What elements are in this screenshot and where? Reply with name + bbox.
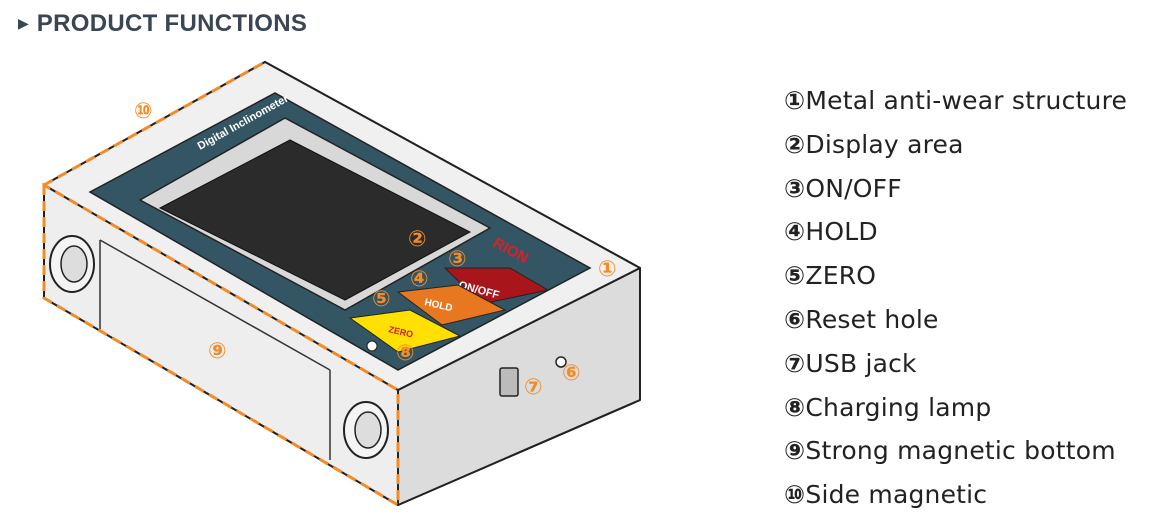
- triangle-right-icon: ▶: [18, 16, 29, 32]
- usb-jack: [499, 367, 519, 397]
- legend-item: ②Display area: [784, 123, 1127, 167]
- callout-1: ①: [598, 257, 617, 282]
- section-title: PRODUCT FUNCTIONS: [36, 10, 308, 37]
- zero-button[interactable]: ZERO: [348, 309, 462, 353]
- legend-label: USB jack: [805, 348, 917, 378]
- function-legend: ①Metal anti-wear structure ②Display area…: [784, 79, 1127, 517]
- callout-6: ⑥: [562, 361, 581, 386]
- callout-5: ⑤: [372, 287, 391, 312]
- reset-hole: [555, 356, 567, 368]
- legend-label: ZERO: [805, 261, 877, 291]
- legend-item: ⑥Reset hole: [784, 298, 1127, 342]
- charging-lamp: [366, 340, 378, 352]
- callout-4: ④: [410, 267, 429, 292]
- legend-label: Metal anti-wear structure: [805, 86, 1128, 115]
- legend-item: ⑨Strong magnetic bottom: [784, 429, 1127, 473]
- legend-number: ③: [784, 173, 806, 203]
- callout-7: ⑦: [524, 375, 543, 400]
- legend-item: ⑧Charging lamp: [784, 386, 1127, 430]
- legend-number: ①: [784, 86, 806, 115]
- legend-item: ⑩Side magnetic: [784, 473, 1127, 517]
- legend-label: Strong magnetic bottom: [805, 436, 1116, 466]
- callout-9: ⑨: [208, 339, 227, 364]
- legend-number: ⑨: [784, 436, 806, 466]
- callout-markers: ① ② ③ ④ ⑤ ⑥ ⑦ ⑧ ⑨ ⑩: [134, 99, 617, 400]
- magnetic-bottom-outline: [42, 182, 400, 508]
- legend-item: ⑤ZERO: [784, 254, 1127, 298]
- section-header: ▶ PRODUCT FUNCTIONS: [18, 6, 307, 42]
- legend-number: ④: [784, 217, 806, 247]
- legend-number: ②: [784, 129, 806, 159]
- legend-number: ⑩: [784, 480, 806, 510]
- legend-label: Display area: [805, 129, 964, 159]
- left-face-recess: [99, 239, 331, 460]
- legend-number: ⑦: [784, 348, 806, 378]
- inclinometer-diagram: Digital Inclinometer RION ON/OFF HOLD ZE…: [42, 60, 641, 508]
- legend-item: ③ON/OFF: [784, 167, 1127, 211]
- legend-item: ⑦USB jack: [784, 342, 1127, 386]
- legend-item: ④HOLD: [784, 210, 1127, 254]
- callout-3: ③: [448, 247, 467, 272]
- legend-label: Charging lamp: [805, 392, 992, 422]
- hold-button[interactable]: HOLD: [396, 284, 507, 326]
- legend-label: Side magnetic: [805, 480, 988, 510]
- legend-label: Reset hole: [805, 304, 939, 334]
- display-screen: [158, 139, 472, 301]
- callout-8: ⑧: [396, 341, 415, 366]
- side-magnetic-outline: [43, 60, 266, 187]
- legend-number: ⑤: [784, 261, 806, 291]
- legend-number: ⑧: [784, 392, 806, 422]
- callout-10: ⑩: [134, 99, 153, 124]
- legend-item: ①Metal anti-wear structure: [784, 79, 1127, 123]
- legend-number: ⑥: [784, 304, 806, 334]
- legend-label: ON/OFF: [805, 173, 902, 203]
- callout-2: ②: [408, 227, 427, 252]
- legend-label: HOLD: [805, 217, 878, 247]
